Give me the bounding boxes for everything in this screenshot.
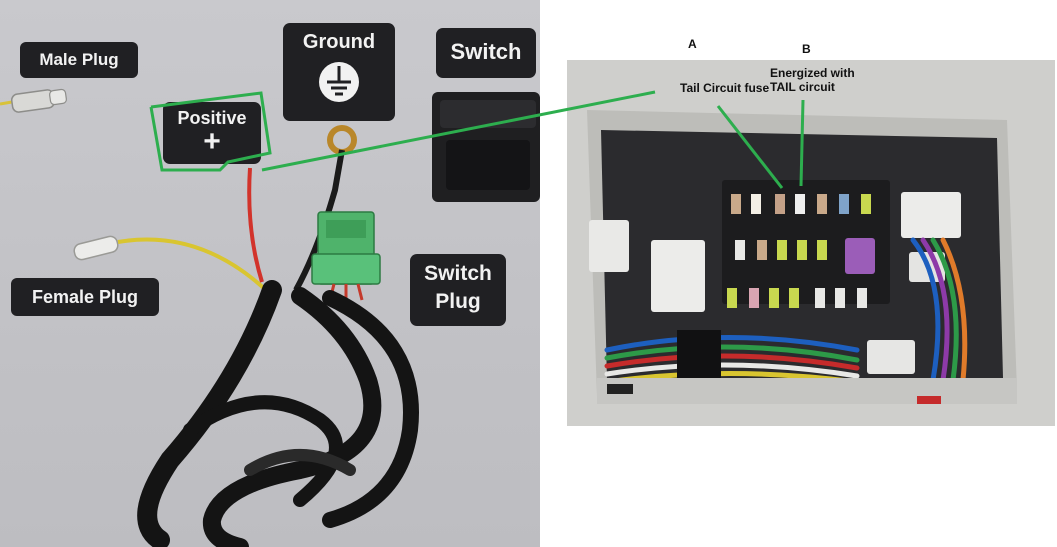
bottom-connector	[867, 340, 915, 374]
fuse-box-illustration	[567, 60, 1055, 426]
switch-label: Switch	[436, 28, 536, 78]
fuse-block	[722, 180, 890, 308]
female-plug-label: Female Plug	[11, 278, 159, 316]
cable-bundle	[137, 280, 419, 547]
switch-body	[432, 92, 540, 202]
positive-wire	[247, 167, 264, 283]
male-plug-label: Male Plug	[20, 42, 138, 78]
marker-a: A	[688, 37, 697, 51]
left-connector	[589, 220, 629, 272]
ground-label: Ground	[283, 23, 395, 121]
positive-label: Positive +	[163, 102, 261, 164]
center-connector	[651, 240, 705, 312]
right-connector-top	[901, 192, 961, 238]
switch-plug-label: Switch Plug	[410, 254, 506, 326]
tail-circuit-fuse-label: Tail Circuit fuse	[680, 81, 770, 95]
plus-icon: +	[203, 125, 221, 158]
wiring-harness-photo: Male Plug Ground Switch Positive + Femal…	[0, 0, 540, 547]
female-plug-connector	[73, 235, 270, 294]
ground-symbol-icon	[319, 62, 359, 102]
energized-tail-circuit-label: Energized with TAIL circuit	[770, 66, 855, 94]
marker-b: B	[802, 42, 811, 56]
male-plug-connector	[0, 88, 67, 113]
fuse-box-photo	[567, 60, 1055, 426]
switch-plug-connector	[311, 211, 381, 301]
